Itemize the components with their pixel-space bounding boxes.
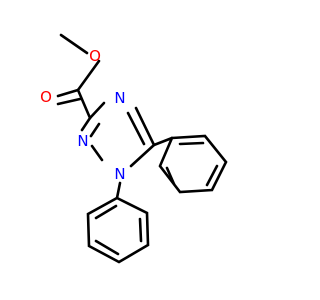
n4-c5-bond	[134, 106, 156, 147]
methyl-o-bond	[59, 33, 89, 55]
ester-group	[56, 33, 101, 120]
phenyl-ring-n1	[86, 181, 150, 264]
n2-c3-double-inner	[89, 122, 101, 138]
atom-labels: O O N N N	[40, 47, 126, 183]
phenyl-c5-double-3	[165, 166, 176, 186]
c5-n1-bond	[129, 143, 156, 168]
phenyl-ring-c5	[152, 134, 228, 194]
carbonyl-double-bond-b	[56, 97, 82, 106]
phenyl-n1-double-2	[94, 239, 120, 256]
phenyl-c5-double-2	[205, 164, 219, 187]
atom-label-ester-oxygen: O	[89, 47, 101, 65]
carbonyl-c-ring-bond	[76, 88, 92, 120]
phenyl-n1-double-1	[138, 217, 143, 243]
c3-n4-bond	[88, 101, 106, 120]
phenyl-c5-double-1	[178, 141, 205, 146]
triazole-ring	[80, 101, 156, 168]
atom-label-n2: N	[77, 132, 88, 150]
atom-label-n4: N	[114, 89, 125, 107]
atom-label-carbonyl-oxygen: O	[40, 88, 52, 106]
carbonyl-double-bond-a	[56, 88, 80, 98]
o-carbonyl-c-bond	[76, 59, 101, 92]
phenyl-c5-ring	[158, 134, 228, 194]
molecule-structure-diagram: O O N N N	[40, 33, 228, 264]
n1-phenyl-bond	[115, 181, 122, 200]
atom-label-n1: N	[114, 165, 125, 183]
phenyl-n1-ring	[86, 196, 150, 264]
n1-n2-bond	[90, 144, 104, 162]
n2-c3-bond	[80, 116, 92, 132]
n4-c5-double-inner	[126, 111, 146, 146]
c5-phenyl-bond	[152, 136, 174, 147]
phenyl-n1-double-3	[94, 204, 118, 220]
